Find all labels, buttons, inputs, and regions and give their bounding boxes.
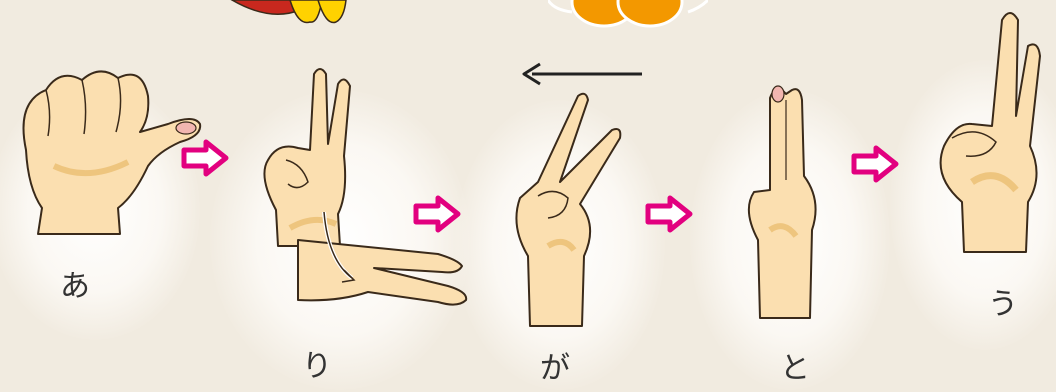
- kana-label-a: あ: [60, 269, 90, 304]
- hand-sign-ri-icon: [263, 68, 468, 306]
- kana-label-to: と: [780, 351, 810, 386]
- next-arrow-icon: [851, 145, 899, 183]
- direction-left-arrow-icon: [522, 62, 642, 86]
- kana-label-ri: り: [302, 349, 332, 384]
- kana-label-u: う: [988, 287, 1018, 322]
- top-decoration-left: [230, 0, 347, 24]
- hand-sign-u-icon: [939, 12, 1041, 253]
- next-arrow-icon: [645, 195, 693, 233]
- kana-label-ga: が: [540, 351, 570, 386]
- hand-sign-to-icon: [747, 85, 817, 319]
- hand-sign-ga-icon: [515, 92, 622, 327]
- top-decoration-center: [548, 0, 708, 28]
- hand-sign-a-icon: [22, 70, 202, 235]
- next-arrow-icon: [181, 139, 229, 177]
- next-arrow-icon: [413, 195, 461, 233]
